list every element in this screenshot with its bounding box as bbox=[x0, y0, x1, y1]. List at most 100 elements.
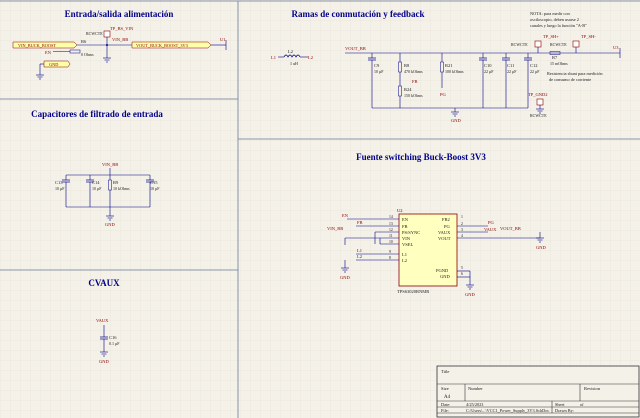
r21-value: 100 kOhms bbox=[445, 69, 464, 74]
pin-number: 2 bbox=[461, 222, 463, 226]
l2-net-label: L2 bbox=[308, 55, 313, 60]
pin-number: 4 bbox=[461, 234, 463, 238]
pin-l2: L2 bbox=[402, 258, 407, 263]
ground-icon bbox=[36, 74, 44, 80]
pin-gnd: GND bbox=[440, 274, 450, 279]
c12-ref: C12 bbox=[530, 63, 538, 68]
ground-icon bbox=[103, 57, 111, 63]
date-label: Date: bbox=[441, 402, 450, 407]
input-caps-block: VIN_BB C13 10 µF C14 10 µF R9 10 kOhms C… bbox=[55, 162, 160, 227]
pin-ps-sync: PS/SYNC bbox=[402, 230, 420, 235]
shunt-note-2: de consumo de corriente bbox=[549, 77, 591, 82]
title-label: Title bbox=[441, 369, 449, 374]
pin-number: 5 bbox=[461, 266, 463, 270]
switching-vout-bb-label: VOUT_BB bbox=[500, 226, 521, 231]
tp-gnd2-part: RCWCTE bbox=[530, 113, 547, 118]
tp-sh-minus-part: RCWCTE bbox=[550, 42, 567, 47]
revision-label: Revision bbox=[584, 386, 601, 391]
branches-gnd-label: GND bbox=[451, 118, 461, 123]
branches-section-title: Ramas de conmutación y feedback bbox=[292, 9, 425, 19]
c14-value: 10 µF bbox=[92, 186, 102, 191]
c13-value: 10 µF bbox=[55, 186, 65, 191]
pin-vsel: VSEL bbox=[402, 242, 414, 247]
inductor-l2-icon bbox=[283, 54, 301, 58]
c12-value: 22 µF bbox=[530, 69, 540, 74]
pin-pg: PG bbox=[444, 224, 451, 229]
c16-ref: C16 bbox=[109, 335, 117, 340]
cvaux-section-title: CVAUX bbox=[88, 278, 120, 288]
ground-icon bbox=[466, 284, 474, 290]
l1-net-label: L1 bbox=[271, 55, 276, 60]
switching-vaux-label: VAUX bbox=[484, 227, 497, 232]
switching-l1-label: L1 bbox=[357, 248, 362, 253]
tp-sh-minus-label: TP_SH- bbox=[581, 34, 596, 39]
tp-sh-plus-label: TP_SH+ bbox=[543, 34, 559, 39]
r7-ref: R7 bbox=[552, 55, 558, 60]
size-label: Size bbox=[441, 386, 449, 391]
port-vout-buck-boost bbox=[131, 41, 212, 49]
switching-l2-label: L2 bbox=[357, 254, 362, 259]
branches-block: L1 L2 1 uH L2 VOUT_BB C9 10 µF R8 470 kO… bbox=[271, 11, 621, 123]
pin-l1: L1 bbox=[402, 252, 407, 257]
note-line-1: NOTA: para medir con bbox=[530, 11, 570, 16]
shunt-note-1: Resistencia shunt para medición bbox=[547, 71, 603, 76]
c15-ref: C15 bbox=[150, 180, 158, 185]
switching-section-title: Fuente switching Buck-Boost 3V3 bbox=[356, 152, 486, 162]
u3-tag: U3 bbox=[613, 45, 619, 50]
ground-icon bbox=[451, 111, 459, 117]
test-point-icon bbox=[536, 98, 544, 106]
ground-icon bbox=[341, 267, 349, 273]
pin-number: 12 bbox=[389, 228, 393, 232]
switching-pg-label: PG bbox=[488, 220, 495, 225]
pin-number: 11 bbox=[389, 234, 393, 238]
ground-icon bbox=[106, 215, 114, 221]
gnd-port bbox=[43, 60, 71, 68]
cvaux-vaux-label: VAUX bbox=[96, 318, 109, 323]
input-gnd-label: GND bbox=[105, 222, 115, 227]
tp-sh-plus-part: RCWCTE bbox=[511, 42, 528, 47]
sheet-value: of bbox=[580, 402, 584, 407]
ground-icon bbox=[100, 351, 108, 357]
date-value: 4/25/2023 bbox=[466, 402, 483, 407]
en-tag: EN bbox=[45, 50, 52, 55]
file-value: C:\Users\...\VCC1_Power_Supply_3V3.SchDo… bbox=[466, 408, 549, 413]
port-vin-buck-boost-label: VIN_BUCK_BOOST bbox=[18, 43, 56, 48]
switching-block: U2 TPS63020RNMR EN FB PS/SYNC VIN VSEL L… bbox=[327, 208, 546, 297]
l2-value: 1 uH bbox=[290, 61, 298, 66]
note-line-3: canales y luego la función "A-B" bbox=[530, 23, 587, 28]
l2-ref: L2 bbox=[288, 49, 293, 54]
port-vin-buck-boost bbox=[12, 41, 78, 49]
c13-ref: C13 bbox=[55, 180, 63, 185]
c9-value: 10 µF bbox=[374, 69, 384, 74]
ground-icon bbox=[536, 108, 544, 114]
switching-gnd-label-2: GND bbox=[340, 275, 350, 280]
r24-ref: R24 bbox=[404, 87, 412, 92]
tp-gnd2-label: TP_GND2 bbox=[528, 92, 548, 97]
ground-icon bbox=[536, 237, 544, 243]
c16-value: 0.1 µF bbox=[109, 341, 120, 346]
r6-ref: R6 bbox=[81, 39, 87, 44]
pin-number: 13 bbox=[389, 222, 393, 226]
pin-en: EN bbox=[402, 217, 409, 222]
c10-ref: C10 bbox=[484, 63, 492, 68]
gnd-port-label: GND bbox=[49, 62, 58, 67]
pin-vin: VIN bbox=[402, 236, 411, 241]
c10-value: 22 µF bbox=[484, 69, 494, 74]
r8-ref: R8 bbox=[404, 63, 410, 68]
switching-en-label: EN bbox=[342, 213, 349, 218]
test-point-icon bbox=[534, 40, 542, 48]
pin-number: 14 bbox=[389, 215, 393, 219]
pin-number: 9 bbox=[389, 250, 391, 254]
file-label: File: bbox=[441, 408, 449, 413]
switching-vin-bb-label: VIN_BB bbox=[327, 226, 343, 231]
r6-value: 0 Ohms bbox=[81, 52, 94, 57]
r9-ref: R9 bbox=[113, 180, 119, 185]
pin-fb: FB bbox=[402, 224, 408, 229]
pin-fb2: FB2 bbox=[442, 217, 450, 222]
input-caps-section-title: Capacitores de filtrado de entrada bbox=[31, 109, 163, 119]
number-label: Number bbox=[468, 386, 483, 391]
c14-ref: C14 bbox=[92, 180, 100, 185]
switching-fb-label: FB bbox=[357, 220, 363, 225]
